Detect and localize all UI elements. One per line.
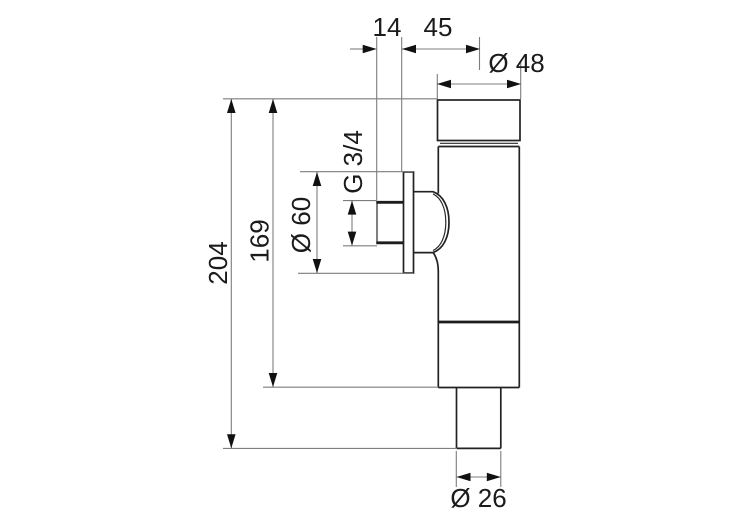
arrow-26-left [456, 472, 471, 482]
label-dia-26: Ø 26 [450, 483, 506, 513]
arrow-g34-down [347, 231, 357, 246]
label-dim-45: 45 [424, 12, 453, 42]
arrow-169-down [268, 373, 278, 387]
label-thread-g34: G 3/4 [338, 130, 368, 194]
valve-cap [436, 99, 521, 142]
rosette-bell-outer [413, 190, 450, 254]
dimension-lines [223, 37, 522, 487]
arrow-60-up [312, 172, 322, 186]
arrow-204-down [227, 434, 236, 449]
label-dia-48: Ø 48 [488, 48, 544, 78]
body-left-edge-lower [432, 252, 440, 388]
arrow-45-right [466, 44, 480, 54]
wall-flange [402, 171, 415, 274]
arrow-14-right [362, 44, 377, 54]
arrow-48-right [507, 79, 521, 89]
arrow-204-up [227, 99, 236, 113]
arrow-60-down [312, 259, 322, 273]
label-dim-169: 169 [245, 219, 275, 262]
rosette-bell-inner [432, 193, 447, 252]
label-dim-14: 14 [373, 12, 402, 42]
arrow-48-left [437, 79, 451, 89]
label-dia-60: Ø 60 [286, 197, 316, 253]
dimension-labels: 14 45 Ø 48 204 169 Ø 60 G 3/4 Ø 26 [203, 12, 545, 513]
arrow-g34-up [347, 200, 357, 215]
arrow-45-left [402, 44, 416, 54]
arrow-169-up [268, 99, 278, 113]
arrow-26-right [486, 472, 501, 482]
dimension-arrows [227, 44, 521, 482]
valve-outline [432, 99, 521, 450]
label-dim-204: 204 [203, 241, 233, 284]
